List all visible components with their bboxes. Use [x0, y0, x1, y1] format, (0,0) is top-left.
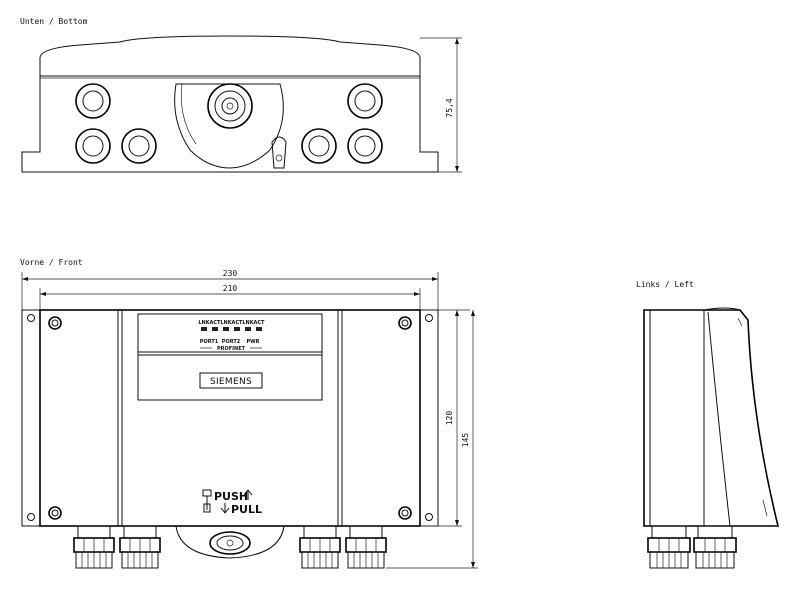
led-icon [256, 327, 262, 331]
cable-gland-icon [301, 128, 337, 164]
led-label: ACT [254, 320, 266, 326]
led-label: ACT [210, 320, 222, 326]
pull-label: PULL [231, 503, 262, 516]
led-icon [201, 327, 207, 331]
cable-gland-icon [347, 128, 383, 164]
front-inner-height-dimension: 120 [445, 411, 454, 426]
connector-icon [207, 83, 253, 129]
brand-logo: SIEMENS [210, 377, 252, 387]
cable-gland-icon [693, 525, 737, 569]
bottom-height-dimension: 75,4 [445, 98, 454, 117]
led-icon [223, 327, 229, 331]
cable-gland-icon [647, 525, 691, 569]
cable-gland-icon [73, 525, 115, 569]
cable-gland-icon [119, 525, 161, 569]
left-view-label: Links / Left [636, 280, 694, 289]
bottom-view-label: Unten / Bottom [20, 17, 88, 26]
led-icon [212, 327, 218, 331]
port-label: PORT1 [200, 339, 219, 345]
led-label: LNK [220, 320, 232, 326]
screw-icon [398, 316, 412, 330]
led-labels: LNK ACT LNK ACT LNK ACT [198, 320, 265, 326]
cable-gland-icon [299, 525, 341, 569]
cable-gland-icon [347, 83, 383, 119]
screw-icon [398, 506, 412, 520]
led-label: ACT [232, 320, 244, 326]
port-label: PWR [246, 339, 259, 345]
front-view: Vorne / Front 230 210 LN [20, 258, 478, 569]
push-pull-icon [202, 489, 212, 513]
bottom-view: Unten / Bottom [20, 17, 462, 173]
led-label: LNK [198, 320, 210, 326]
cable-gland-icon [75, 83, 111, 119]
led-icon [245, 327, 251, 331]
led-indicators [201, 327, 262, 331]
cable-gland-icon [75, 128, 111, 164]
network-label: PROFINET [217, 346, 246, 352]
port-label: PORT2 [222, 339, 241, 345]
front-outer-height-dimension: 145 [461, 433, 470, 448]
arrow-down-icon [220, 503, 230, 514]
cable-gland-icon [345, 525, 387, 569]
led-label: LNK [242, 320, 254, 326]
connector-icon [209, 531, 251, 555]
led-icon [234, 327, 240, 331]
screw-icon [48, 316, 62, 330]
left-view: Links / Left [636, 280, 780, 569]
arrow-up-icon [243, 489, 253, 500]
cable-gland-icon [121, 128, 157, 164]
front-view-label: Vorne / Front [20, 258, 83, 267]
push-label: PUSH [214, 490, 248, 503]
front-outer-width-dimension: 230 [223, 269, 238, 278]
screw-icon [48, 506, 62, 520]
valve-icon [271, 136, 287, 169]
front-inner-width-dimension: 210 [223, 284, 238, 293]
